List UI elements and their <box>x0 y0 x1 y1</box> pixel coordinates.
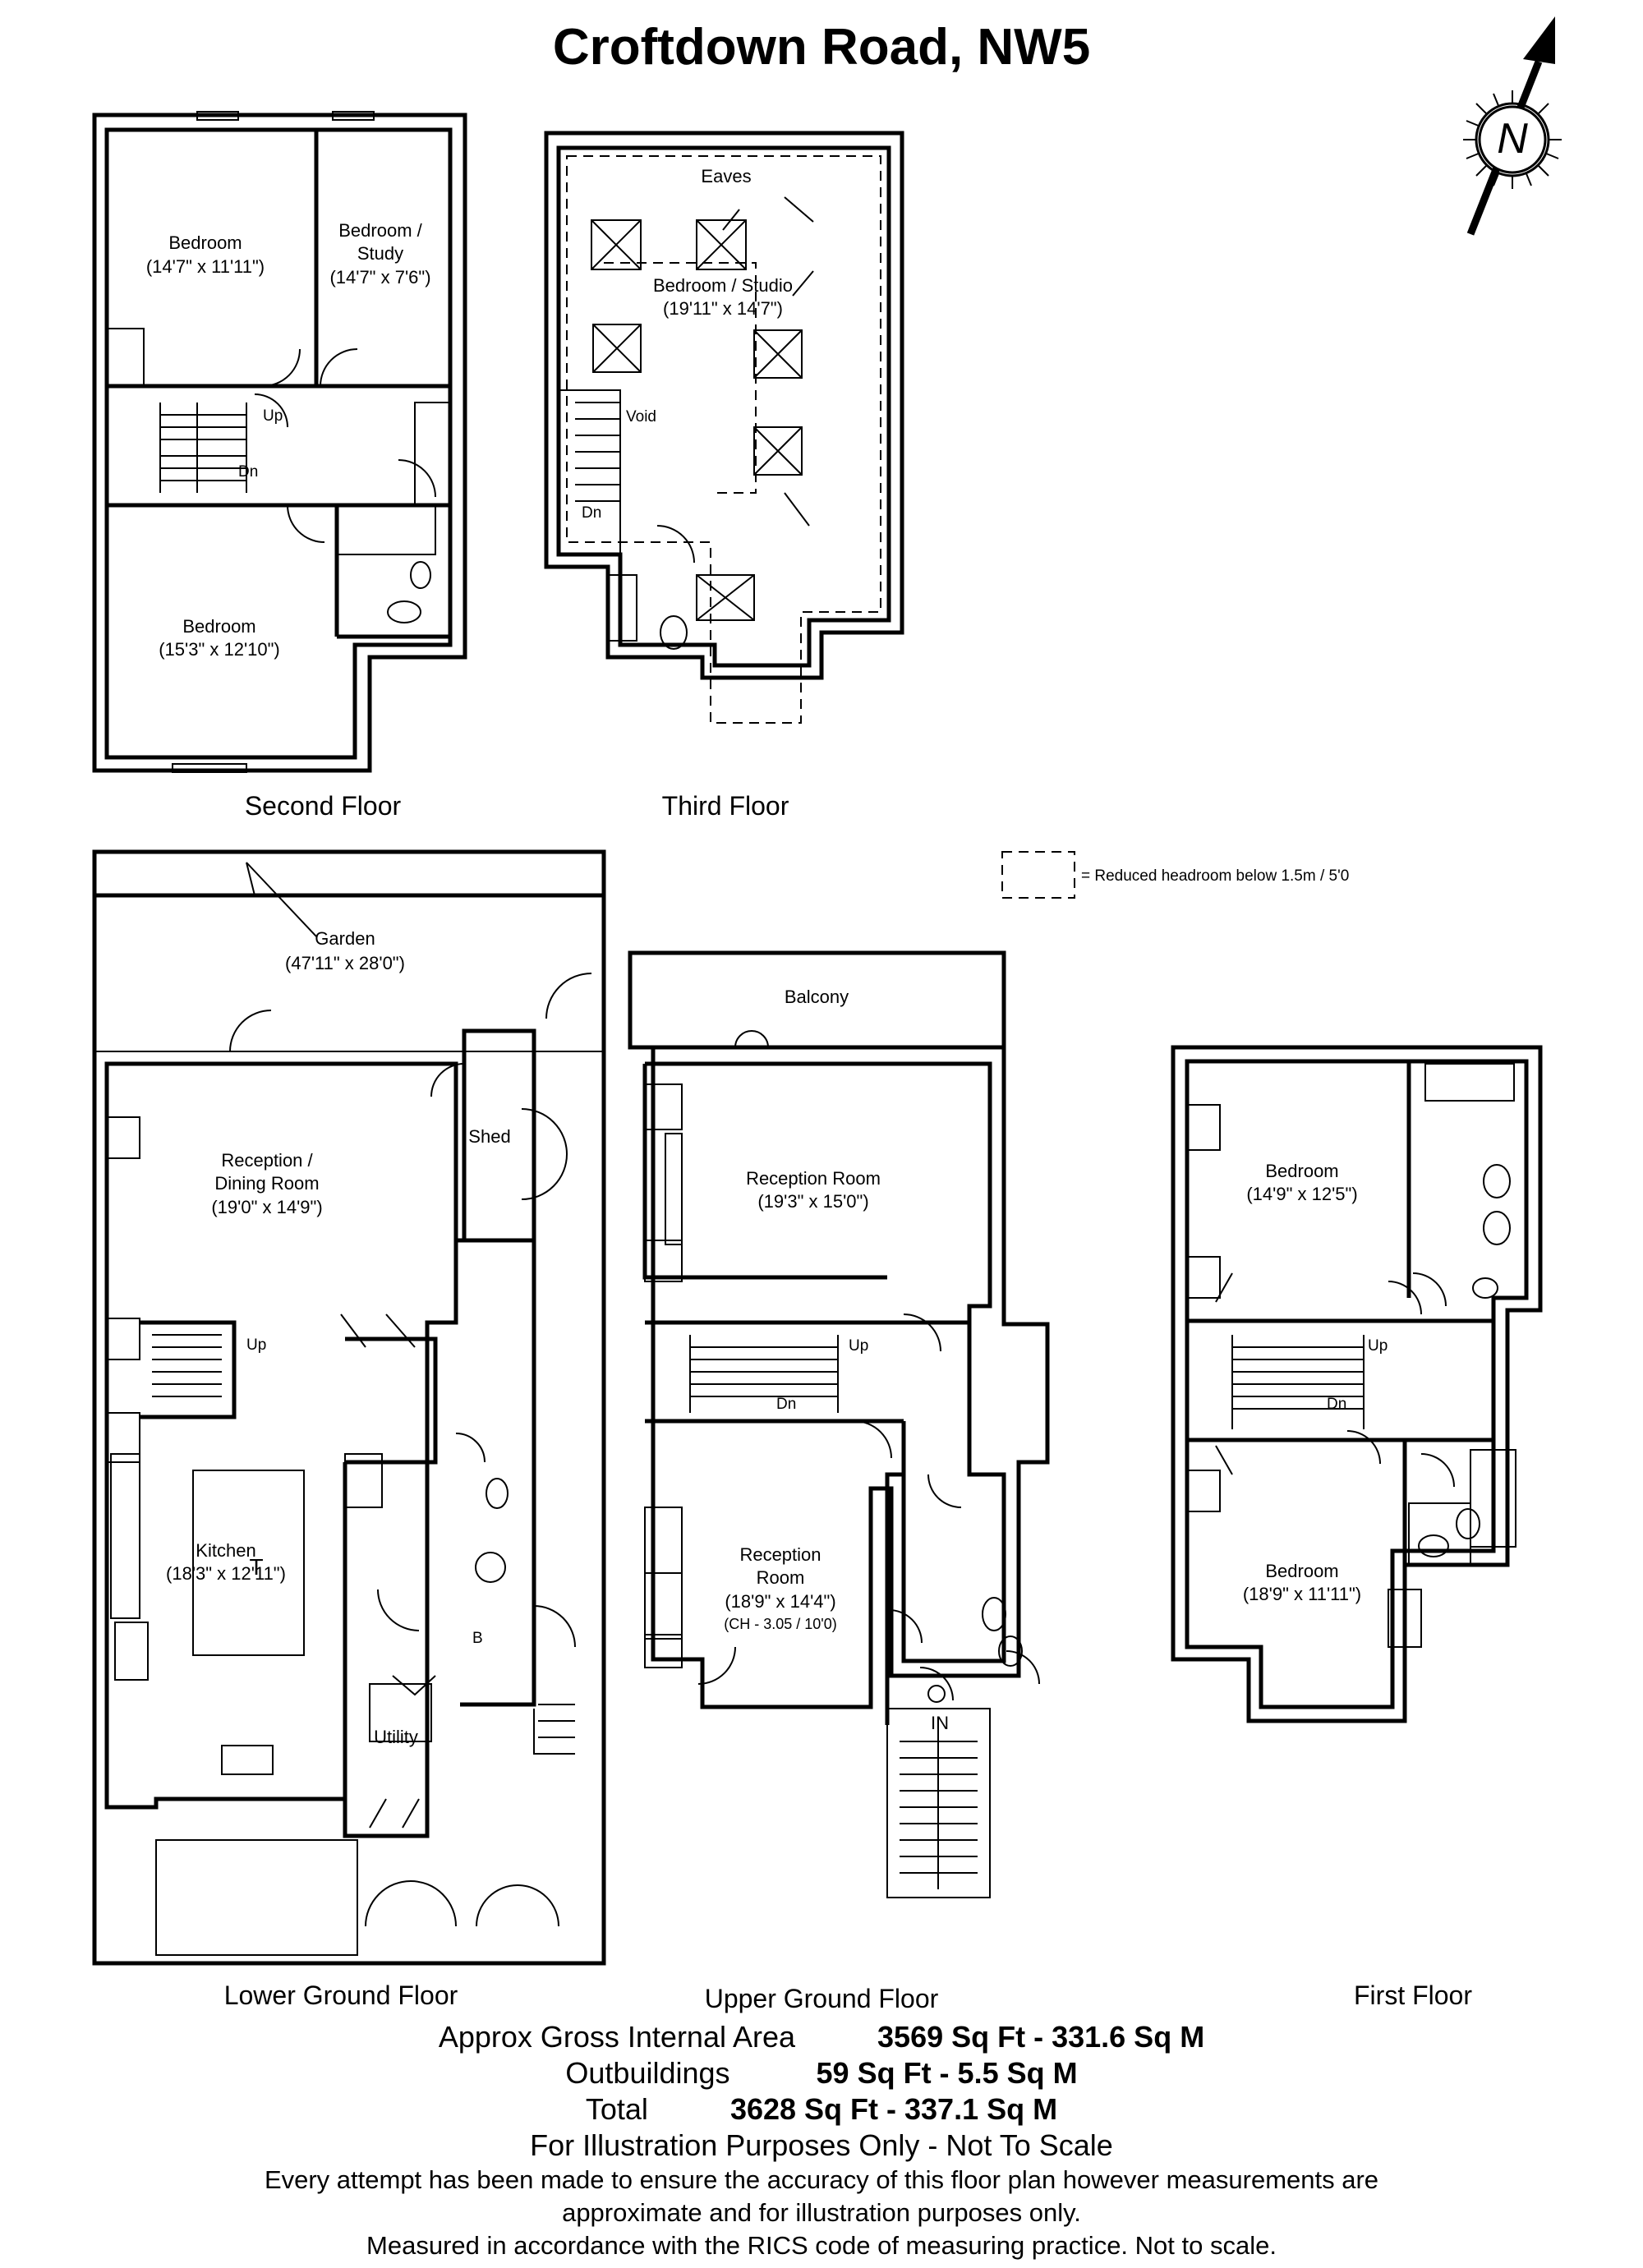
ug-balcony-label: Balcony <box>785 987 849 1007</box>
third-floor-label: Third Floor <box>662 791 789 821</box>
first-floor-plan: Bedroom (14'9" x 12'5") Up Dn Bedroom (1… <box>1171 1045 1543 2010</box>
third-studio-name: Bedroom / Studio <box>653 275 793 296</box>
lg-reception-dims: (19'0" x 14'9") <box>211 1197 322 1217</box>
second-floor-label: Second Floor <box>245 791 402 821</box>
disclaimer-line-4: Measured in accordance with the RICS cod… <box>366 2231 1277 2260</box>
second-up-label: Up <box>263 407 283 425</box>
first-bedroom-1-dims: (14'9" x 12'5") <box>1246 1184 1357 1204</box>
third-studio-dims: (19'11" x 14'7") <box>663 298 783 319</box>
lg-reception-name2: Dining Room <box>214 1173 319 1194</box>
second-bedroom-1-dims: (14'7" x 11'11") <box>146 256 265 277</box>
lg-shed-label: Shed <box>468 1126 510 1147</box>
third-floor-plan: Eaves Bedroom / Studio (19'11" x 14'7") … <box>544 131 904 821</box>
second-floor-plan: Bedroom (14'7" x 11'11") Bedroom / Study… <box>92 111 467 821</box>
first-bedroom-2-dims: (18'9" x 11'11") <box>1243 1584 1361 1604</box>
ug-entrance-label: IN <box>931 1713 949 1733</box>
second-bedroom-1-name: Bedroom <box>168 232 242 253</box>
second-bedroom-2-name: Bedroom <box>182 616 255 637</box>
total-area-value: 3628 Sq Ft - 337.1 Sq M <box>729 2092 1058 2126</box>
second-study-name: Bedroom / <box>338 220 422 241</box>
ug-reception-2-name2: Room <box>757 1567 805 1588</box>
ug-reception-2-dims: (18'9" x 14'4") <box>725 1591 835 1612</box>
ug-up-label: Up <box>849 1337 868 1355</box>
legend-swatch <box>1001 851 1075 899</box>
ug-reception-1-name: Reception Room <box>746 1168 881 1189</box>
ug-dn-label: Dn <box>776 1396 796 1413</box>
outbuildings-value: 59 Sq Ft - 5.5 Sq M <box>816 2056 1078 2090</box>
disclaimer-line-1: For Illustration Purposes Only - Not To … <box>530 2128 1113 2162</box>
lg-reception-name: Reception / <box>221 1150 313 1171</box>
upper-ground-floor-plan: Balcony Reception Room (19'3" x 15'0") U… <box>628 950 1050 2013</box>
legend-text: = Reduced headroom below 1.5m / 5'0 <box>1081 867 1349 885</box>
first-bedroom-2-name: Bedroom <box>1265 1561 1338 1581</box>
third-dn-label: Dn <box>582 504 601 522</box>
lg-t-mark: T <box>249 1554 263 1580</box>
lg-kitchen-name: Kitchen <box>196 1540 255 1561</box>
first-floor-label: First Floor <box>1354 1980 1472 2010</box>
gross-area-value: 3569 Sq Ft - 331.6 Sq M <box>877 2020 1205 2054</box>
disclaimer-line-2: Every attempt has been made to ensure th… <box>264 2165 1379 2194</box>
first-dn-label: Dn <box>1327 1396 1346 1413</box>
lg-garden-name: Garden <box>315 928 375 949</box>
disclaimer-line-3: approximate and for illustration purpose… <box>562 2198 1081 2227</box>
second-study-dims: (14'7" x 7'6") <box>329 267 430 288</box>
second-bedroom-2-dims: (15'3" x 12'10") <box>159 639 280 660</box>
lg-up-label: Up <box>246 1336 266 1354</box>
upper-ground-floor-label: Upper Ground Floor <box>705 1984 939 2013</box>
outbuildings-label: Outbuildings <box>565 2056 730 2090</box>
third-void-label: Void <box>626 408 656 426</box>
second-study-name2: Study <box>357 243 403 264</box>
north-arrow-icon: N <box>1463 16 1562 236</box>
third-eaves-label: Eaves <box>701 166 751 186</box>
lower-ground-floor-plan: T B Garden (47'11" x 28'0") Reception / … <box>92 849 606 2010</box>
first-bedroom-1-name: Bedroom <box>1265 1161 1338 1181</box>
lg-garden-dims: (47'11" x 28'0") <box>285 953 405 973</box>
total-area-label: Total <box>585 2092 648 2126</box>
ug-reception-2-ceiling: (CH - 3.05 / 10'0) <box>724 1616 837 1632</box>
area-summary: Approx Gross Internal Area 3569 Sq Ft - … <box>0 2019 1643 2262</box>
lg-utility-label: Utility <box>374 1727 418 1747</box>
gross-area-label: Approx Gross Internal Area <box>438 2020 796 2054</box>
page-title: Croftdown Road, NW5 <box>552 19 1091 76</box>
lower-ground-floor-label: Lower Ground Floor <box>224 1980 458 2010</box>
ug-reception-1-dims: (19'3" x 15'0") <box>757 1191 868 1212</box>
second-dn-label: Dn <box>238 463 258 481</box>
ug-reception-2-name: Reception <box>739 1544 821 1565</box>
compass-letter: N <box>1497 115 1528 163</box>
first-up-label: Up <box>1368 1337 1388 1355</box>
lg-kitchen-dims: (18'3" x 12'11") <box>166 1563 286 1584</box>
lg-b-mark: B <box>472 1630 483 1647</box>
